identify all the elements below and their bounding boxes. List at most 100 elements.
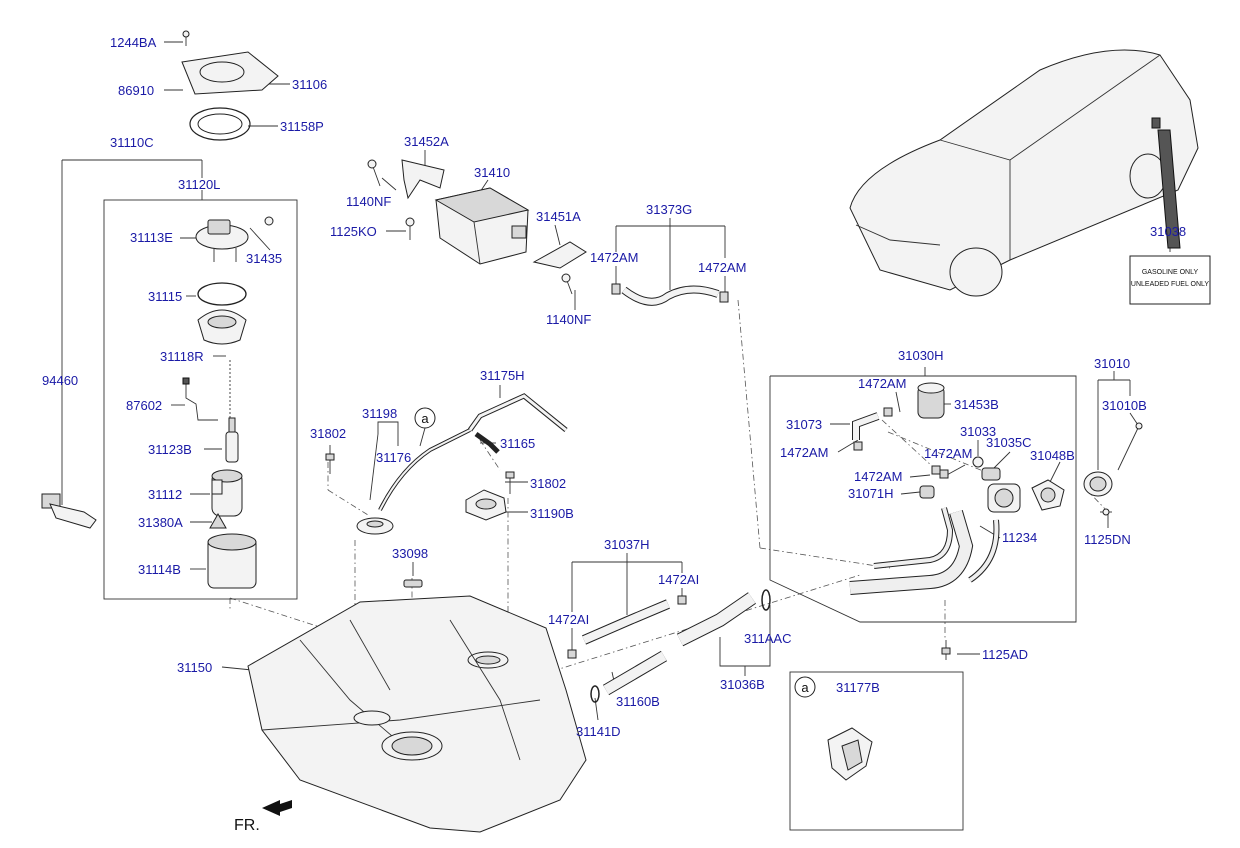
clip-1472AM-e[interactable] (931, 465, 941, 475)
label-31073[interactable]: 31073 (786, 417, 822, 432)
label-31123B[interactable]: 31123B (148, 442, 192, 457)
label-31158P[interactable]: 31158P (280, 119, 324, 134)
clip-1472AM-d[interactable] (853, 441, 863, 451)
hose-31037H[interactable] (582, 599, 670, 645)
pump-cap[interactable] (197, 309, 247, 345)
label-31120L[interactable]: 31120L (178, 177, 220, 192)
valve-31035C[interactable] (981, 467, 1001, 481)
label-1472AI-b[interactable]: 1472AI (658, 572, 699, 587)
fuel-line-31176[interactable] (378, 428, 471, 511)
label-87602[interactable]: 87602 (126, 398, 162, 413)
vent-pipe-31175H[interactable] (467, 393, 568, 432)
label-31010[interactable]: 31010 (1094, 356, 1130, 371)
label-31037H[interactable]: 31037H (604, 537, 650, 552)
label-31165[interactable]: 31165 (500, 436, 535, 451)
label-1125KO[interactable]: 1125KO (330, 224, 377, 239)
bracket-31071H[interactable] (919, 485, 935, 499)
label-1244BA[interactable]: 1244BA (110, 35, 157, 50)
label-31451A[interactable]: 31451A (536, 209, 581, 224)
label-31114B[interactable]: 31114B (138, 562, 181, 577)
reservoir[interactable] (207, 533, 257, 589)
label-86910[interactable]: 86910 (118, 83, 154, 98)
filter-clip[interactable] (209, 512, 227, 529)
label-31380A[interactable]: 31380A (138, 515, 183, 530)
clip-33098[interactable] (403, 579, 423, 588)
fuel-tank-31150[interactable] (247, 595, 587, 833)
label-1472AM-b[interactable]: 1472AM (698, 260, 746, 275)
label-1472AM-a[interactable]: 1472AM (590, 250, 638, 265)
hose-31073[interactable] (852, 412, 880, 440)
bracket-31190B[interactable] (465, 489, 507, 521)
label-31150[interactable]: 31150 (177, 660, 212, 675)
clip-1472AI-a[interactable] (567, 649, 577, 659)
fitting-31033[interactable] (972, 456, 984, 468)
filler-head[interactable] (987, 483, 1021, 513)
label-31453B[interactable]: 31453B (954, 397, 999, 412)
clip-1472AI-b[interactable] (677, 595, 687, 605)
label-1472AM-d[interactable]: 1472AM (780, 445, 828, 460)
label-1472AM-f[interactable]: 1472AM (854, 469, 902, 484)
label-31038[interactable]: 31038 (1150, 224, 1186, 239)
label-31036B[interactable]: 31036B (720, 677, 765, 692)
hose-31036B[interactable] (676, 592, 756, 647)
label-31010B[interactable]: 31010B (1102, 398, 1147, 413)
clamp-311AAC[interactable] (761, 589, 771, 611)
label-31035C[interactable]: 31035C (986, 435, 1032, 450)
label-31802-b[interactable]: 31802 (530, 476, 566, 491)
label-94460[interactable]: 94460 (42, 373, 78, 388)
label-31435[interactable]: 31435 (246, 251, 282, 266)
label-11234[interactable]: 11234 (1002, 530, 1037, 545)
valve-31453B[interactable] (917, 382, 945, 419)
label-1125DN[interactable]: 1125DN (1084, 532, 1131, 547)
hose-31165[interactable] (474, 431, 500, 454)
pump-body[interactable] (211, 469, 243, 517)
label-1140NF-a[interactable]: 1140NF (346, 194, 391, 209)
tether-31010B[interactable] (1117, 422, 1143, 471)
bolt-1140NF-a[interactable] (367, 159, 381, 187)
label-31048B[interactable]: 31048B (1030, 448, 1075, 463)
label-31141D[interactable]: 31141D (576, 724, 621, 739)
bracket-31451A[interactable] (532, 241, 587, 269)
label-31033[interactable]: 31033 (960, 424, 996, 439)
label-31177B[interactable]: 31177B (836, 680, 880, 695)
cover-plate[interactable] (181, 30, 279, 95)
label-31802-a[interactable]: 31802 (310, 426, 346, 441)
label-31115[interactable]: 31115 (148, 289, 182, 304)
gasket-ring[interactable] (189, 107, 251, 141)
vent-hose-31373G[interactable] (611, 283, 729, 306)
fuel-label-31038[interactable]: GASOLINE ONLY UNLEADED FUEL ONLY (1129, 255, 1211, 305)
bolt-1125KO[interactable] (405, 217, 415, 240)
label-31198[interactable]: 31198 (362, 406, 397, 421)
fuel-pump[interactable] (225, 417, 239, 463)
clip-31177B[interactable] (827, 727, 873, 781)
fuel-cap-31010[interactable] (1083, 471, 1113, 497)
label-31176[interactable]: 31176 (376, 450, 411, 465)
pump-flange[interactable] (195, 216, 274, 262)
sender-connector[interactable] (41, 493, 97, 529)
filler-neck-11234[interactable] (849, 507, 1000, 595)
gasket-31048B[interactable] (1031, 479, 1065, 511)
label-31160B[interactable]: 31160B (616, 694, 660, 709)
hose-31160B[interactable] (602, 650, 668, 696)
wiring[interactable] (182, 360, 231, 440)
label-31030H[interactable]: 31030H (898, 348, 944, 363)
label-31118R[interactable]: 31118R (160, 349, 204, 364)
clamp-31141D[interactable] (590, 685, 600, 703)
bolt-1125AD[interactable] (941, 640, 951, 660)
label-1472AM-c[interactable]: 1472AM (858, 376, 906, 391)
clip-1472AM-f[interactable] (939, 469, 949, 479)
label-31112[interactable]: 31112 (148, 487, 182, 502)
canister[interactable] (434, 187, 530, 265)
label-1140NF-b[interactable]: 1140NF (546, 312, 591, 327)
bolt-31802-a[interactable] (325, 453, 335, 474)
label-31106[interactable]: 31106 (292, 77, 327, 92)
label-1125AD[interactable]: 1125AD (982, 647, 1028, 662)
label-1472AM-e[interactable]: 1472AM (924, 446, 972, 461)
screw-1125DN[interactable] (1100, 508, 1112, 516)
label-31113E[interactable]: 31113E (130, 230, 173, 245)
label-31071H[interactable]: 31071H (848, 486, 894, 501)
label-311AAC[interactable]: 311AAC (744, 631, 791, 646)
label-31452A[interactable]: 31452A (404, 134, 449, 149)
label-33098[interactable]: 33098 (392, 546, 428, 561)
clip-1472AM-c[interactable] (883, 407, 893, 417)
